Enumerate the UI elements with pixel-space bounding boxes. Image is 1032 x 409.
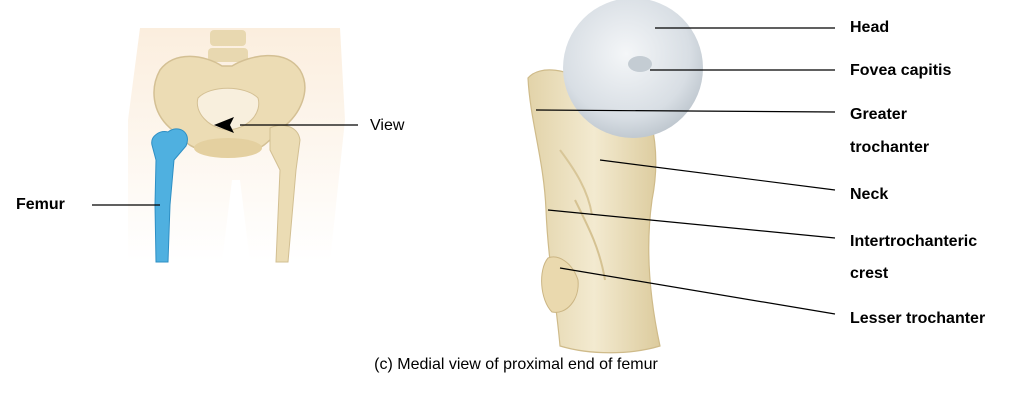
pelvis-overview bbox=[92, 28, 358, 262]
greater-trochanter-label-line1: Greater bbox=[850, 105, 907, 125]
head-label: Head bbox=[850, 18, 889, 38]
greater-trochanter-label-line2: trochanter bbox=[850, 138, 929, 158]
lumbar-vertebra-2 bbox=[208, 48, 248, 62]
neck-label: Neck bbox=[850, 185, 888, 205]
lesser-trochanter-label: Lesser trochanter bbox=[850, 309, 985, 329]
figure-caption: (c) Medial view of proximal end of femur bbox=[0, 356, 1032, 374]
lumbar-vertebra bbox=[210, 30, 246, 46]
pubic-bone bbox=[194, 138, 262, 158]
view-label: View bbox=[370, 116, 404, 136]
intertrochanteric-crest-label-line2: crest bbox=[850, 264, 888, 284]
proximal-femur bbox=[528, 0, 835, 353]
fovea-capitis bbox=[628, 56, 652, 72]
intertrochanteric-crest-label-line1: Intertrochanteric bbox=[850, 232, 977, 252]
fovea-capitis-label: Fovea capitis bbox=[850, 61, 951, 81]
femur-label: Femur bbox=[16, 195, 65, 215]
